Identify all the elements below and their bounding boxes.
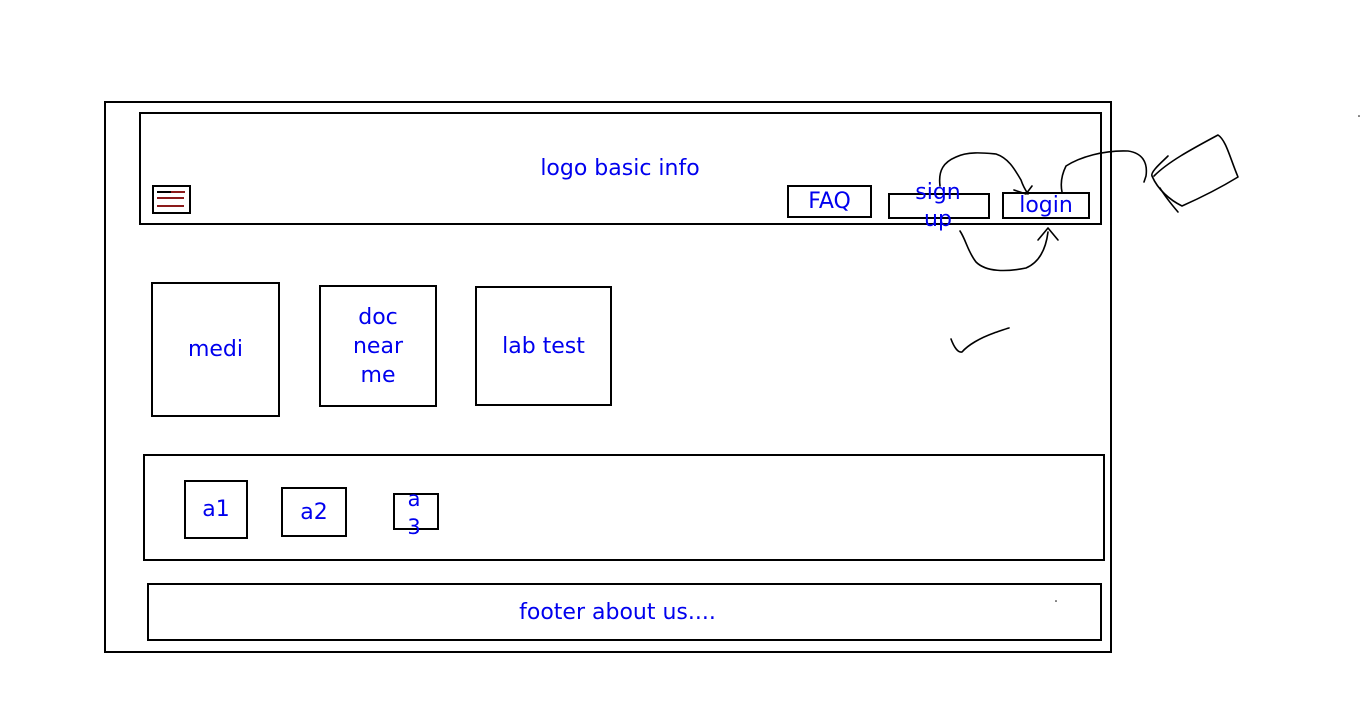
a2-tile[interactable]: a2 (281, 487, 347, 537)
a3-label: a 3 (407, 487, 421, 539)
menu-line (157, 205, 184, 207)
menu-line (157, 197, 184, 199)
content-section (143, 454, 1105, 561)
signup-label: sign up (915, 180, 961, 232)
doc-near-me-tile[interactable]: doc near me (319, 285, 437, 407)
faq-button[interactable]: FAQ (787, 185, 872, 218)
sketch-box (1151, 134, 1239, 207)
a1-tile[interactable]: a1 (184, 480, 248, 539)
hamburger-menu-icon[interactable] (152, 185, 191, 214)
login-button[interactable]: login (1002, 192, 1090, 219)
lab-test-tile[interactable]: lab test (475, 286, 612, 406)
page-frame (104, 101, 1112, 653)
sketch-box-tail (1159, 187, 1179, 213)
menu-line (171, 191, 185, 193)
footer: footer about us.... (147, 583, 1102, 641)
menu-line (157, 191, 171, 193)
stray-dot (1358, 115, 1360, 117)
a3-tile[interactable] (393, 493, 439, 530)
header-title: logo basic info (540, 156, 700, 181)
medi-tile[interactable]: medi (151, 282, 280, 417)
